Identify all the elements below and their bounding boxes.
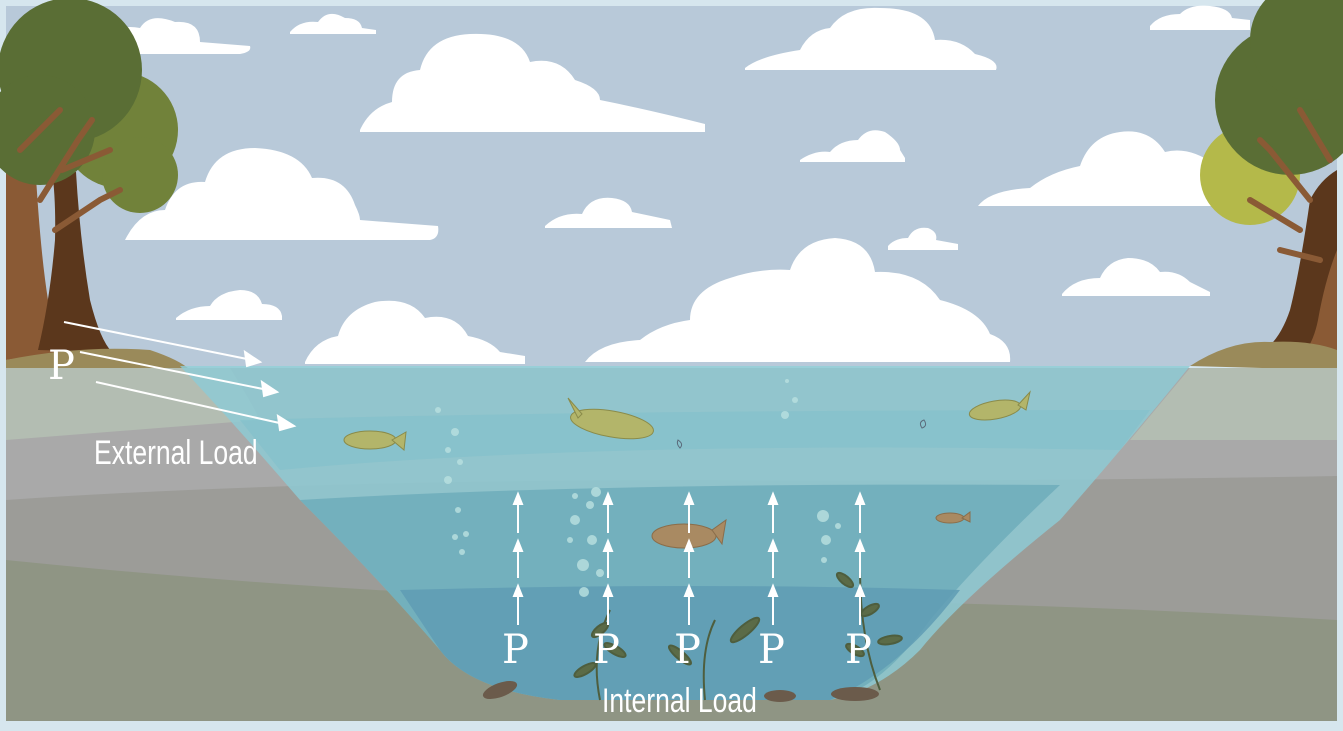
internal-load-label: Internal Load [602,682,757,721]
internal-phosphorus-label: P [758,630,785,670]
internal-phosphorus-label: P [845,630,872,670]
internal-phosphorus-label: P [593,630,620,670]
external-load-label: External Load [94,434,258,473]
internal-phosphorus-label: P [502,630,529,670]
internal-phosphorus-label: P [674,630,701,670]
external-phosphorus-label: P [48,346,75,386]
